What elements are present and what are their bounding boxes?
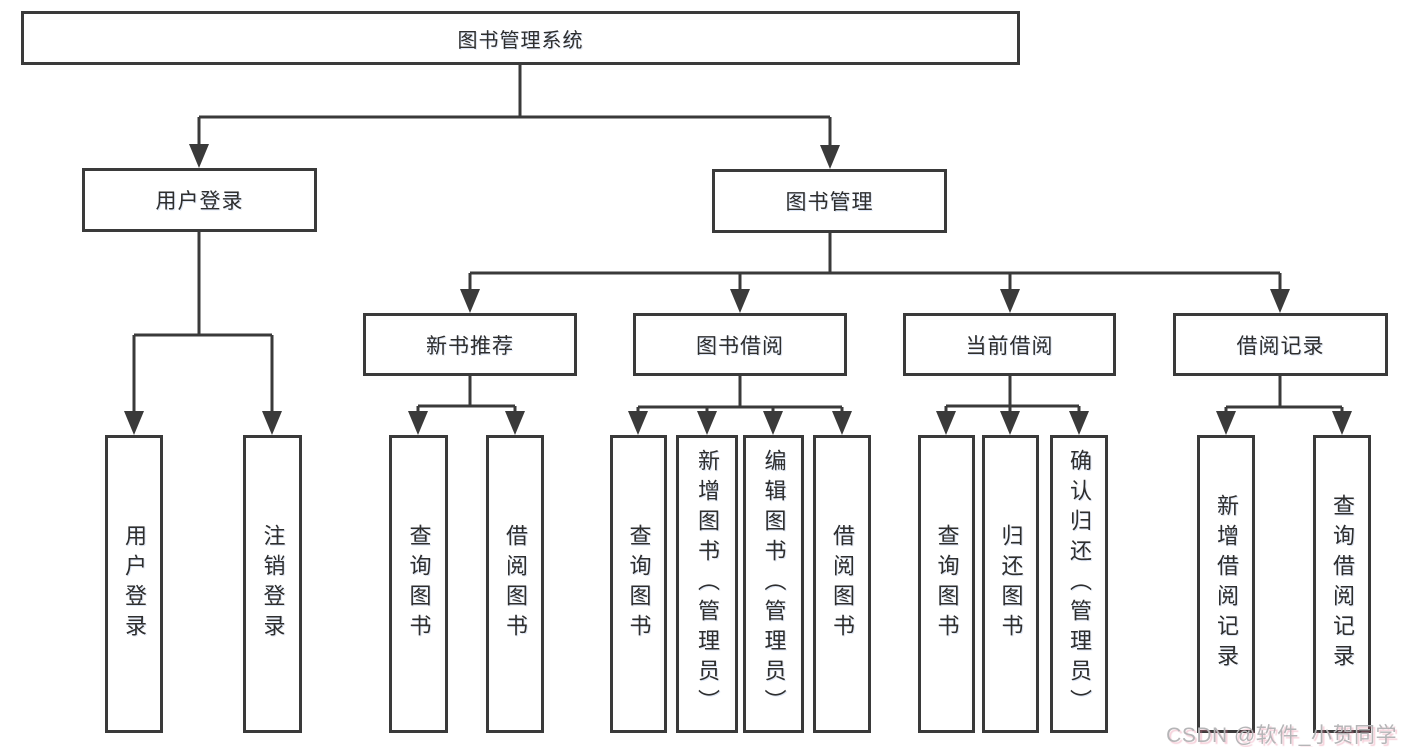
edge-bookmgmt-to-sections [468, 233, 1282, 293]
node-current-borrowing: 当前借阅 [903, 313, 1116, 376]
leaf-newbooks-borrow: 借阅图书 [486, 435, 544, 733]
edge-records-to-leaves [1224, 376, 1344, 417]
leaf-borrowing-borrow: 借阅图书 [813, 435, 871, 733]
node-book-management: 图书管理 [712, 169, 947, 233]
leaf-current-query: 查询图书 [918, 435, 975, 733]
leaf-current-confirm-return-admin: 确认归还（管理员） [1050, 435, 1108, 733]
leaf-records-query: 查询借阅记录 [1313, 435, 1371, 733]
leaf-logout: 注销登录 [243, 435, 302, 733]
arrowhead [1332, 411, 1352, 435]
leaf-current-return: 归还图书 [982, 435, 1039, 733]
node-new-book-recommend: 新书推荐 [363, 313, 577, 376]
arrowhead [189, 144, 209, 168]
arrowhead [1000, 289, 1020, 313]
leaf-borrowing-edit-admin: 编辑图书（管理员） [743, 435, 804, 733]
arrowhead [408, 411, 428, 435]
leaf-borrowing-add-admin: 新增图书（管理员） [676, 435, 738, 733]
watermark: CSDN @软件_小贺同学 [1166, 724, 1397, 747]
edge-newbooks-to-leaves [416, 376, 517, 417]
edge-root-to-branches [197, 65, 832, 149]
arrowhead [262, 411, 282, 435]
leaf-newbooks-query: 查询图书 [389, 435, 448, 733]
arrowhead [936, 411, 956, 435]
arrowhead [1069, 411, 1089, 435]
arrowhead [730, 289, 750, 313]
arrowhead [820, 145, 840, 169]
edge-borrowing-to-leaves [636, 376, 844, 417]
node-root-system: 图书管理系统 [21, 11, 1020, 65]
arrowhead [697, 411, 717, 435]
arrowhead [1216, 411, 1236, 435]
arrowhead [1270, 289, 1290, 313]
arrowhead [832, 411, 852, 435]
leaf-records-add: 新增借阅记录 [1197, 435, 1255, 733]
leaf-borrowing-query: 查询图书 [610, 435, 667, 733]
node-user-login: 用户登录 [82, 168, 317, 232]
arrowhead [763, 411, 783, 435]
node-borrow-records: 借阅记录 [1173, 313, 1388, 376]
arrowhead [505, 411, 525, 435]
edge-current-to-leaves [944, 376, 1081, 417]
arrowhead [124, 411, 144, 435]
leaf-user-login: 用户登录 [105, 435, 163, 733]
edge-userlogin-to-leaves [132, 232, 274, 415]
arrowhead [628, 411, 648, 435]
node-book-borrowing: 图书借阅 [633, 313, 847, 376]
arrowhead [460, 289, 480, 313]
arrowhead [1000, 411, 1020, 435]
